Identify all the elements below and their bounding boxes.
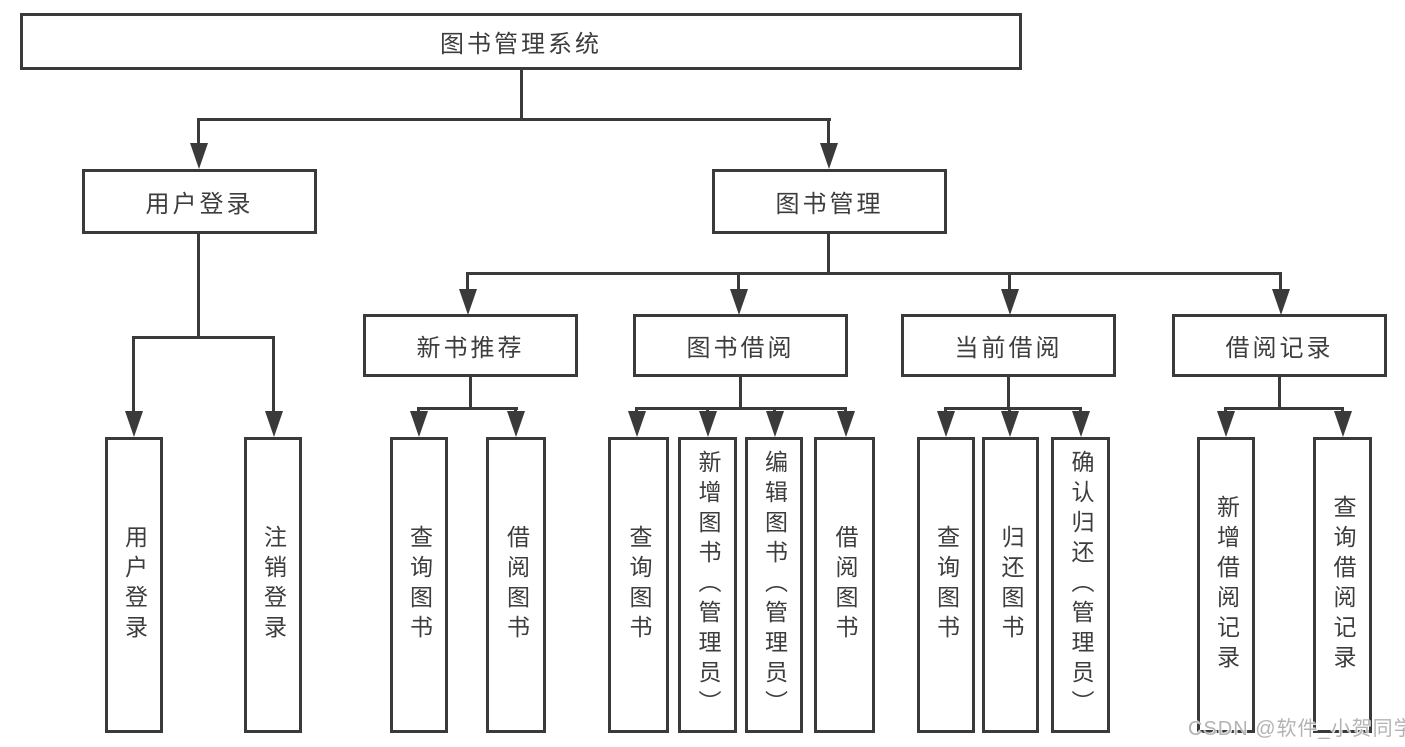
connector-mgmt-branch	[466, 272, 1282, 275]
node-query-books-newbook: 查询图书	[390, 437, 448, 733]
arrowhead-down-icon	[837, 411, 855, 437]
node-borrow-records: 借阅记录	[1172, 314, 1387, 377]
connector-current-trunk	[1007, 377, 1010, 410]
connector-record-trunk	[1278, 377, 1281, 410]
arrowhead-down-icon	[1072, 411, 1090, 437]
connector-stub	[514, 407, 517, 414]
arrowhead-down-icon	[507, 411, 525, 437]
arrowhead-down-icon	[1272, 289, 1290, 315]
connector-stub	[773, 407, 776, 414]
connector-stub	[417, 407, 420, 414]
node-query-books-borrow: 查询图书	[608, 437, 669, 733]
arrowhead-down-icon	[730, 289, 748, 315]
connector-borrow-trunk	[739, 377, 742, 410]
node-book-management-branch: 图书管理	[712, 169, 947, 234]
node-library-system-root: 图书管理系统	[20, 13, 1022, 70]
node-logout: 注销登录	[244, 437, 302, 733]
connector-stub	[1224, 407, 1227, 414]
connector-stub	[635, 407, 638, 414]
connector-stub	[272, 336, 275, 414]
arrowhead-down-icon	[125, 411, 143, 437]
node-label: 图书管理系统	[440, 31, 602, 58]
connector-stub	[1279, 272, 1282, 292]
connector-stub	[706, 407, 709, 414]
connector-root-branch	[197, 118, 831, 121]
arrowhead-down-icon	[699, 411, 717, 437]
node-borrow-books-newbook: 借阅图书	[486, 437, 546, 733]
arrowhead-down-icon	[766, 411, 784, 437]
node-user-login-branch: 用户登录	[82, 169, 317, 234]
arrowhead-down-icon	[937, 411, 955, 437]
connector-stub	[944, 407, 947, 414]
node-add-book-admin: 新增图书（管理员）	[678, 437, 737, 733]
node-label: 图书借阅	[686, 335, 795, 362]
connector-stub	[1079, 407, 1082, 414]
node-label: 用户登录	[121, 525, 148, 645]
node-user-login: 用户登录	[105, 437, 163, 733]
node-add-borrow-record: 新增借阅记录	[1197, 437, 1255, 733]
node-book-borrowing: 图书借阅	[633, 314, 848, 377]
node-label: 借阅图书	[832, 525, 858, 645]
node-label: 新增图书（管理员）	[695, 450, 721, 720]
arrowhead-down-icon	[1001, 289, 1019, 315]
connector-login-branch	[132, 336, 275, 339]
arrowhead-down-icon	[820, 143, 838, 169]
node-label: 查询借阅记录	[1330, 495, 1356, 675]
node-label: 当前借阅	[954, 335, 1063, 362]
node-current-borrowing: 当前借阅	[901, 314, 1116, 377]
node-new-book-recommend: 新书推荐	[363, 314, 578, 377]
arrowhead-down-icon	[1217, 411, 1235, 437]
node-label: 确认归还（管理员）	[1068, 450, 1094, 720]
connector-stub	[1341, 407, 1344, 414]
arrowhead-down-icon	[265, 411, 283, 437]
connector-stub	[1008, 272, 1011, 292]
node-label: 查询图书	[933, 525, 960, 645]
node-return-books: 归还图书	[982, 437, 1039, 733]
node-edit-book-admin: 编辑图书（管理员）	[745, 437, 803, 733]
node-query-borrow-record: 查询借阅记录	[1313, 437, 1372, 733]
connector-current-branch	[944, 407, 1082, 410]
arrowhead-down-icon	[190, 143, 208, 169]
node-label: 查询图书	[626, 525, 652, 645]
connector-stub	[737, 272, 740, 292]
arrowhead-down-icon	[1001, 411, 1019, 437]
connector-newbook-branch	[417, 407, 518, 410]
connector-record-branch	[1224, 407, 1344, 410]
node-confirm-return-admin: 确认归还（管理员）	[1051, 437, 1110, 733]
connector-stub	[1008, 407, 1011, 414]
node-query-books-current: 查询图书	[917, 437, 975, 733]
node-label: 图书管理	[775, 191, 884, 218]
node-label: 借阅记录	[1225, 335, 1334, 362]
node-label: 查询图书	[406, 525, 433, 645]
connector-root-trunk	[520, 70, 523, 121]
csdn-watermark: CSDN @软件_小贺同学	[1188, 718, 1405, 740]
arrowhead-down-icon	[1334, 411, 1352, 437]
connector-stub	[197, 118, 200, 146]
connector-mgmt-trunk	[827, 234, 830, 275]
connector-stub	[466, 272, 469, 292]
node-label: 新书推荐	[416, 335, 525, 362]
node-label: 归还图书	[998, 525, 1024, 645]
arrowhead-down-icon	[628, 411, 646, 437]
connector-stub	[827, 118, 830, 146]
connector-borrow-branch	[635, 407, 847, 410]
connector-newbook-trunk	[469, 377, 472, 410]
node-label: 新增借阅记录	[1213, 495, 1240, 675]
arrowhead-down-icon	[459, 289, 477, 315]
node-label: 借阅图书	[503, 525, 530, 645]
node-label: 编辑图书（管理员）	[761, 450, 788, 720]
node-label: 用户登录	[145, 191, 254, 218]
arrowhead-down-icon	[410, 411, 428, 437]
node-label: 注销登录	[260, 525, 287, 645]
connector-stub	[132, 336, 135, 414]
node-borrow-books-borrow: 借阅图书	[814, 437, 875, 733]
connector-stub	[844, 407, 847, 414]
connector-login-trunk	[197, 234, 200, 339]
